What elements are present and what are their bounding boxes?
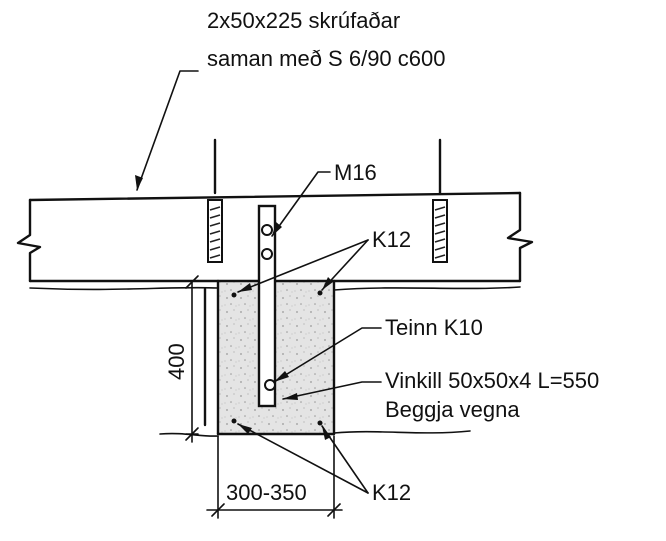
width-dimension-label: 300-350	[226, 480, 307, 505]
beam-label-line1: 2x50x225 skrúfaðar	[207, 8, 400, 33]
rebar-bottom-label: K12	[372, 480, 411, 505]
dimension-width	[206, 435, 343, 519]
beam-label-line2: saman með S 6/90 c600	[207, 46, 445, 71]
leader-tie	[273, 327, 382, 383]
bolt-label: M16	[334, 160, 377, 185]
leader-bolt	[271, 171, 331, 237]
post-lines	[213, 138, 442, 195]
rebar-dots	[231, 290, 323, 426]
rebar-dot-bottom-left	[231, 418, 237, 424]
leader-beam	[135, 70, 199, 191]
height-dimension-label: 400	[164, 343, 189, 380]
angle-plate	[257, 204, 277, 408]
tie-label: Teinn K10	[385, 315, 483, 340]
leader-angle	[282, 381, 382, 400]
rebar-dot-top-right	[317, 290, 323, 296]
timber-beam	[16, 191, 534, 291]
rebar-dot-bottom-right	[317, 420, 323, 426]
angle-label-line1: Vinkill 50x50x4 L=550	[385, 368, 599, 393]
leader-rebar-bottom	[237, 423, 369, 494]
screw-left	[207, 199, 223, 263]
dimension-height	[185, 275, 199, 443]
screw-right	[432, 199, 448, 263]
rebar-top-label: K12	[372, 227, 411, 252]
rebar-dot-top-left	[231, 292, 237, 298]
angle-label-line2: Beggja vegna	[385, 397, 520, 422]
leader-rebar-top	[237, 239, 369, 293]
